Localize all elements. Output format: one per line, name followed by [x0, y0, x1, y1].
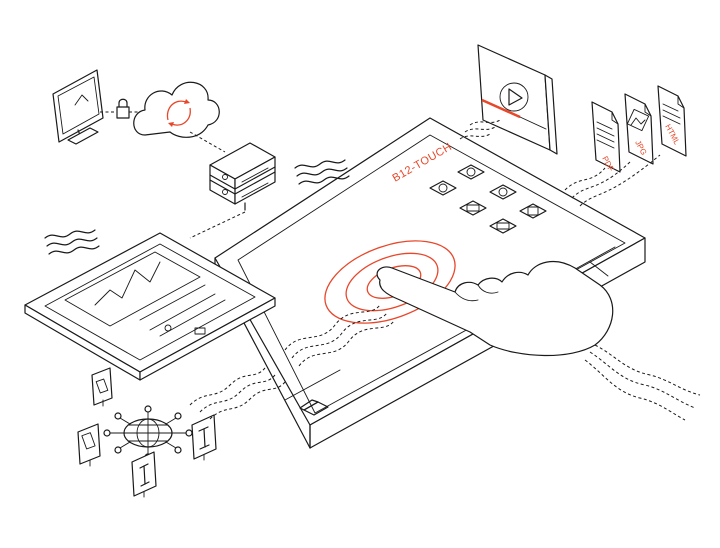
- data-links: [564, 154, 661, 207]
- app-icon[interactable]: [489, 218, 517, 234]
- globe-network-icon: [103, 405, 193, 461]
- app-icon[interactable]: [459, 200, 487, 216]
- app-icon[interactable]: [489, 184, 517, 200]
- document-jpg-icon: JPG: [624, 93, 654, 165]
- device-icon: [77, 423, 101, 467]
- desktop-monitor-icon: [52, 69, 104, 145]
- app-icon[interactable]: [429, 180, 457, 196]
- padlock-icon: [116, 98, 130, 119]
- document-html-icon: HTML: [657, 85, 687, 157]
- document-pdf-icon: PDF: [591, 101, 621, 173]
- signal-waves: [44, 159, 350, 255]
- video-player-icon: [477, 44, 558, 155]
- app-icon[interactable]: [519, 203, 547, 219]
- device-icon: [91, 367, 113, 407]
- data-links: [189, 304, 701, 421]
- device-icon: [131, 451, 157, 498]
- cloud-sync-icon: [133, 81, 220, 138]
- device-icon: [191, 414, 217, 461]
- app-grid: [429, 164, 547, 234]
- tablet-icon: [24, 232, 276, 381]
- server-stack-icon: [209, 142, 276, 211]
- app-icon[interactable]: [457, 164, 485, 180]
- touch-hand-icon: [376, 260, 614, 357]
- home-icon[interactable]: [299, 399, 329, 416]
- data-links: [459, 119, 501, 140]
- touch-table: B12-TOUCH: [214, 117, 646, 449]
